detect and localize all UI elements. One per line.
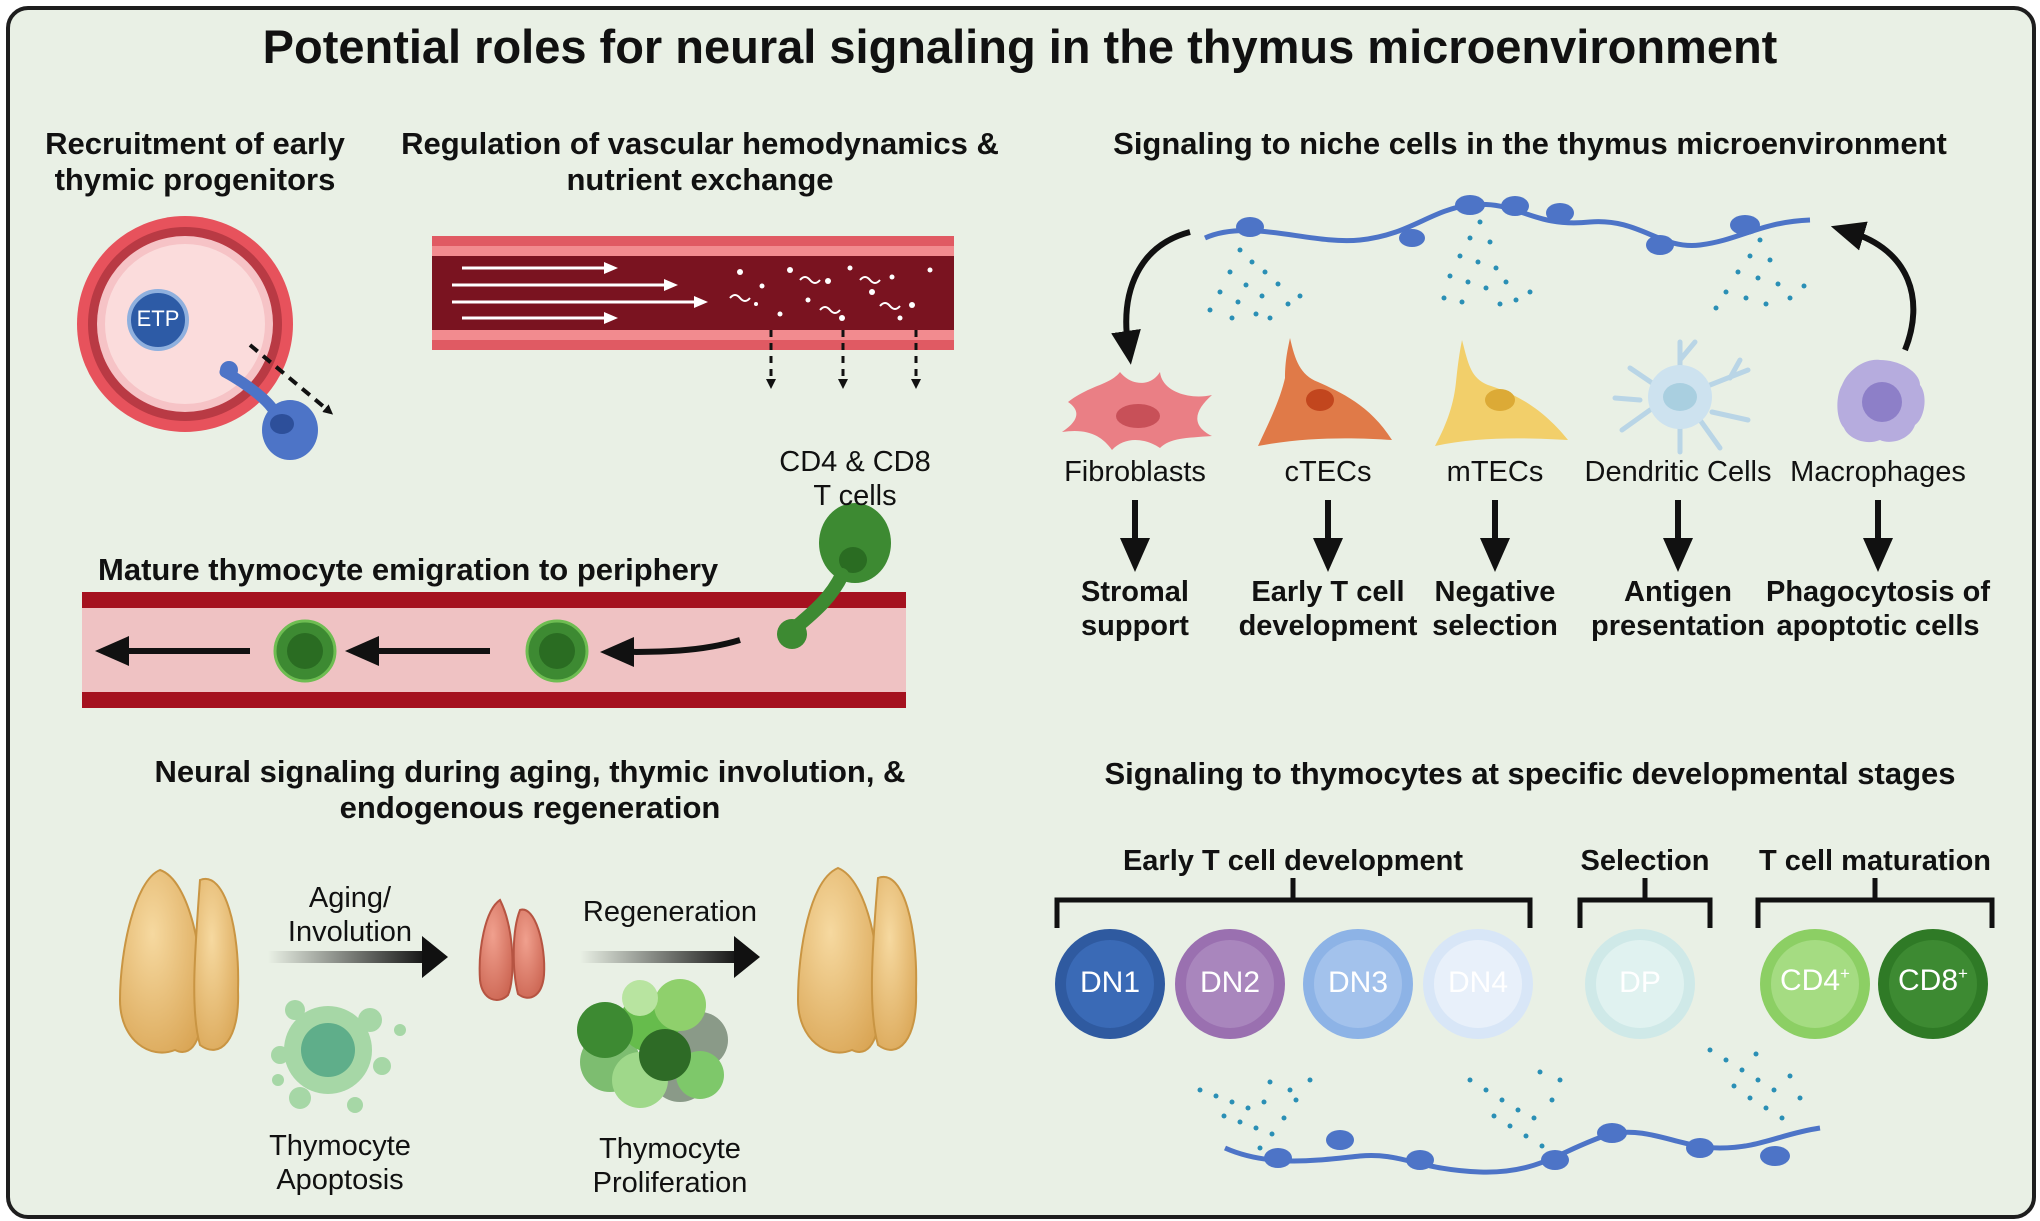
niche-nerve (1111, 195, 1917, 365)
recruitment-heading: Recruitment of early thymic progenitors (45, 126, 345, 197)
blood-vessel-longitudinal (432, 236, 954, 389)
niche-role-fibroblasts: Stromal support (1081, 576, 1189, 642)
niche-role-mtecs: Negative selection (1432, 576, 1558, 642)
stages-heading: Signaling to thymocytes at specific deve… (1104, 756, 1956, 791)
emigration-heading: Mature thymocyte emigration to periphery (98, 552, 719, 587)
niche-role-macrophages: Phagocytosis of apoptotic cells (1766, 576, 1990, 642)
cd4-cd8-label: CD4 & CD8 T cells (779, 446, 931, 512)
niche-cell-name-macrophages: Macrophages (1790, 456, 1966, 488)
migration-arrow (248, 343, 334, 415)
stage-brackets (1054, 878, 1995, 928)
regeneration-arrow-label: Regeneration (582, 896, 758, 928)
stages-nerve (1197, 1047, 1821, 1175)
mtec-shape (1435, 340, 1568, 446)
stage-dn1: DN1 (1079, 966, 1140, 999)
apoptotic-cell (271, 1000, 406, 1113)
nutrient-particles (737, 265, 933, 321)
niche-heading: Signaling to niche cells in the thymus m… (1113, 126, 1947, 161)
aging-arrow-label: Aging/ Involution (287, 882, 413, 948)
stage-dn2: DN2 (1199, 966, 1260, 999)
emigrating-t-cell (819, 503, 891, 583)
group-maturation: T cell maturation (1758, 845, 1992, 877)
figure-title: Potential roles for neural signaling in … (262, 20, 1778, 73)
vessel-cross-section (77, 216, 334, 460)
stage-cd4: CD4+ (1780, 964, 1850, 997)
niche-cell-name-ctecs: cTECs (1284, 456, 1372, 488)
stage-dn3: DN3 (1327, 966, 1388, 999)
vascular-heading: Regulation of vascular hemodynamics & nu… (401, 126, 999, 197)
niche-cell-name-fibroblasts: Fibroblasts (1064, 456, 1206, 488)
stage-dp: DP (1619, 966, 1661, 999)
thymus-large-left (118, 868, 240, 1054)
proliferation-label: Thymocyte Proliferation (592, 1133, 748, 1199)
thymus-large-right (796, 866, 918, 1054)
etp-label: ETP (136, 306, 180, 331)
macrophage-shape (1837, 359, 1925, 443)
aging-heading: Neural signaling during aging, thymic in… (154, 754, 906, 825)
emigration-vessel (82, 503, 906, 708)
niche-role-dendritic: Antigen presentation (1590, 576, 1766, 642)
niche-role-arrows (1120, 500, 1893, 572)
thymus-involuted (478, 898, 546, 1001)
apoptosis-label: Thymocyte Apoptosis (269, 1130, 411, 1196)
ctec-shape (1258, 338, 1392, 446)
etp-cell (127, 289, 189, 351)
fibroblast-shape (1062, 372, 1212, 450)
thymus-aging (118, 866, 918, 1113)
group-selection: Selection (1580, 845, 1710, 877)
stage-cd8: CD8+ (1898, 964, 1968, 997)
group-early: Early T cell development (1122, 845, 1464, 877)
proliferating-cells (577, 979, 728, 1108)
dendritic-cell-shape (1612, 339, 1751, 455)
niche-cell-name-mtecs: mTECs (1446, 456, 1544, 488)
niche-cells (1062, 338, 1925, 572)
niche-role-ctecs: Early T cell development (1238, 576, 1418, 642)
stage-cells (1055, 929, 1988, 1039)
stage-dn4: DN4 (1447, 966, 1508, 999)
niche-cell-name-dendritic: Dendritic Cells (1584, 456, 1772, 488)
